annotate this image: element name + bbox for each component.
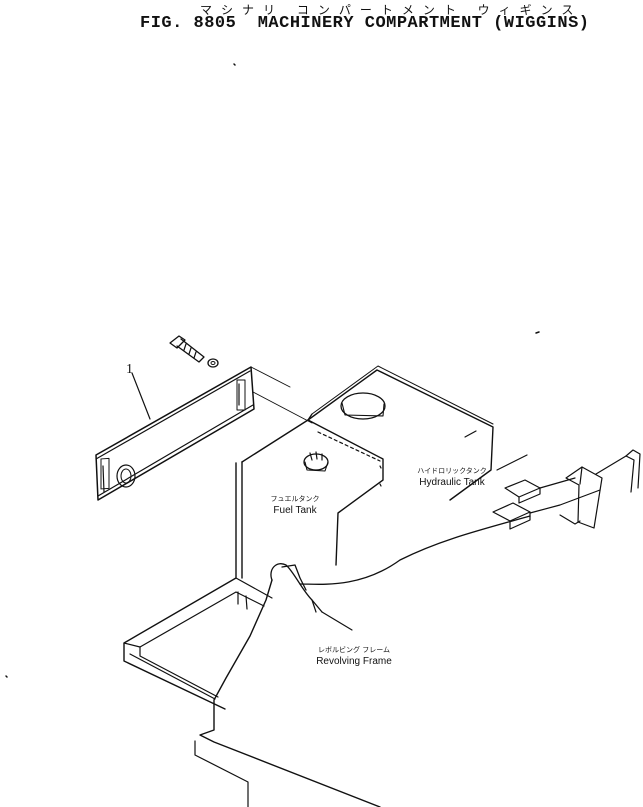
- revolving-frame-label-en: Revolving Frame: [316, 656, 392, 667]
- callout-number-1: 1: [126, 362, 133, 377]
- cover-panel: [96, 367, 254, 500]
- assembly-leader-lines: [251, 367, 312, 423]
- fuel-tank-label-jp: フュエルタンク: [270, 495, 320, 503]
- revolving-frame-label-jp: レボルビング フレーム: [317, 646, 390, 654]
- hydraulic-tank-label-jp: ハイドロリックタンク: [417, 467, 487, 475]
- hydraulic-tank-shape: [308, 366, 493, 500]
- figure-number: FIG. 8805: [140, 14, 237, 33]
- figure-title: FIG. 8805 MACHINERY COMPARTMENT (WIGGINS…: [140, 14, 590, 33]
- hydraulic-tank-label-en: Hydraulic Tank: [419, 477, 485, 488]
- fuel-tank-label-en: Fuel Tank: [273, 505, 317, 516]
- title-katakana: マシナリ コンパートメント ウィギンス: [200, 3, 583, 17]
- revolving-frame-shape: [124, 463, 530, 807]
- scan-specks: [6, 64, 539, 677]
- bolt-and-washer: [170, 336, 218, 367]
- hydraulic-tank-label: ハイドロリックタンク Hydraulic Tank: [404, 466, 500, 488]
- revolving-frame-label: レボルビング フレーム Revolving Frame: [302, 645, 406, 667]
- hydraulic-fittings: [493, 450, 640, 529]
- fuel-tank-label: フュエルタンク Fuel Tank: [265, 494, 325, 516]
- figure-caption: MACHINERY COMPARTMENT (WIGGINS): [257, 14, 590, 33]
